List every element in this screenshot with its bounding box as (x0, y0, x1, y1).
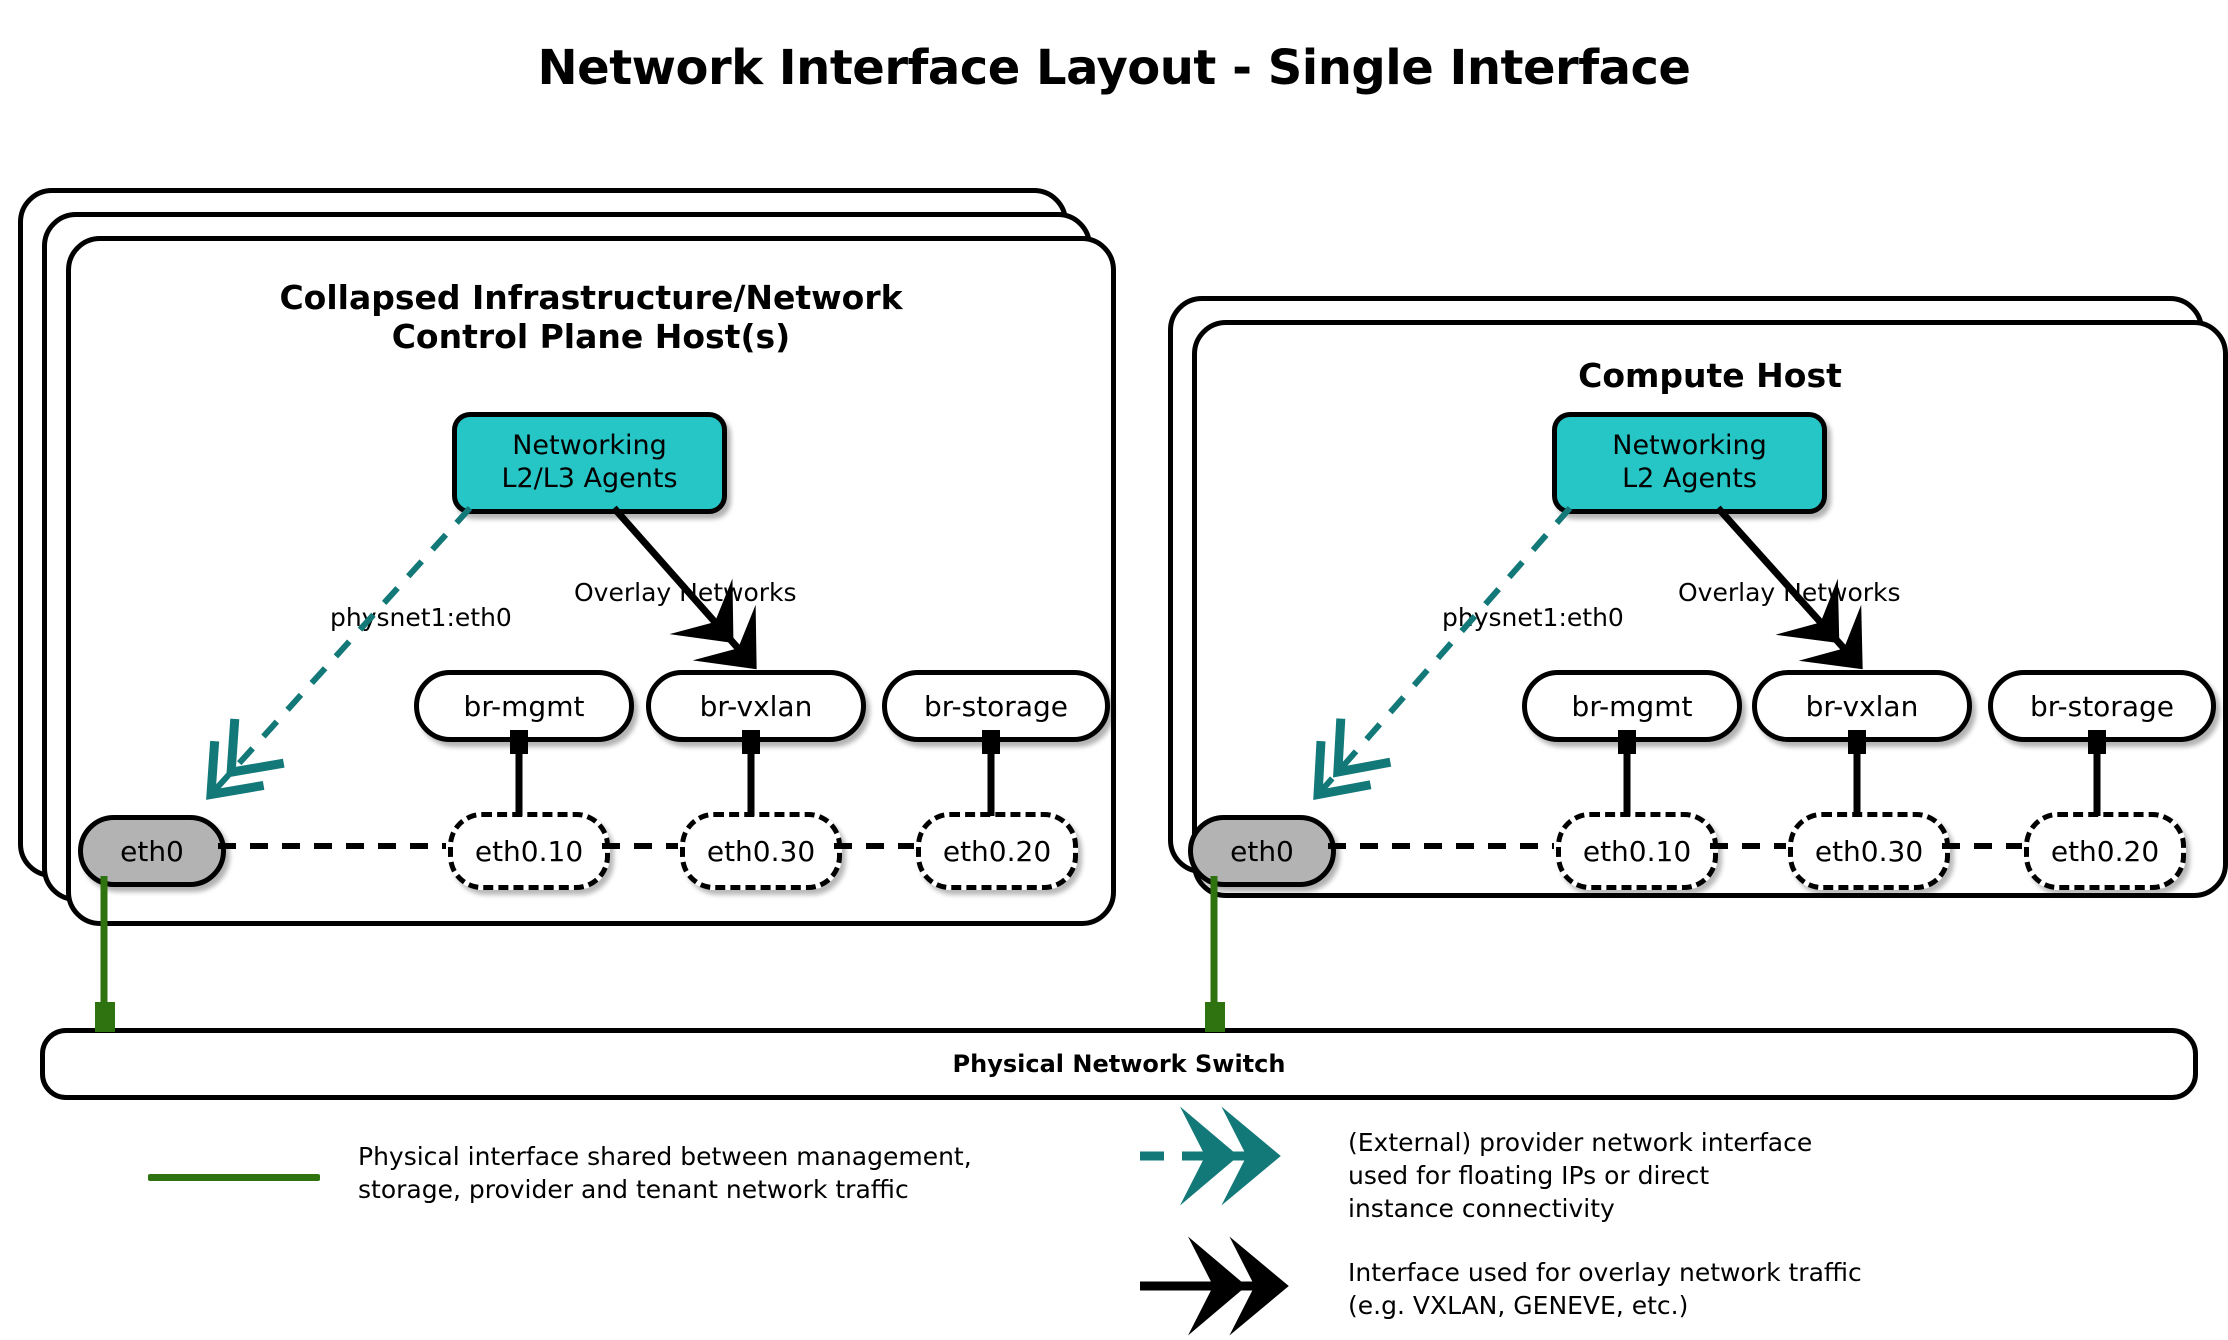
vlan-eth0-30-compute[interactable]: eth0.30 (1788, 812, 1950, 890)
physnet-label-control-plane: physnet1:eth0 (330, 603, 512, 632)
host-title-line2: Control Plane Host(s) (391, 316, 791, 356)
host-title-line1: Compute Host (1578, 356, 1842, 395)
bridge-stub-br-storage-compute (2088, 730, 2106, 754)
bridge-label: br-vxlan (1805, 689, 1919, 723)
vlan-eth0-10-control-plane[interactable]: eth0.10 (448, 812, 610, 890)
vlan-eth0-20-control-plane[interactable]: eth0.20 (916, 812, 1078, 890)
agents-label-line2: L2 Agents (1622, 463, 1757, 494)
host-title-control-plane: Collapsed Infrastructure/Network Control… (71, 278, 1111, 357)
vlan-eth0-20-compute[interactable]: eth0.20 (2024, 812, 2186, 890)
physical-network-switch[interactable]: Physical Network Switch (40, 1028, 2198, 1100)
host-title-line1: Collapsed Infrastructure/Network (279, 278, 903, 317)
vlan-label: eth0.20 (2050, 834, 2160, 868)
agents-label-line1: Networking (1612, 430, 1767, 462)
vlan-label: eth0.20 (942, 834, 1052, 868)
bridge-label: br-storage (2030, 689, 2174, 723)
legend-swatch-physical-interface (148, 1174, 320, 1181)
vlan-eth0-30-control-plane[interactable]: eth0.30 (680, 812, 842, 890)
eth0-label: eth0 (1230, 834, 1294, 868)
agents-box-control-plane[interactable]: Networking L2/L3 Agents (452, 412, 727, 514)
bridge-stub-br-vxlan-control-plane (742, 730, 760, 754)
bridge-stub-br-vxlan-compute (1848, 730, 1866, 754)
legend-text-provider-network: (External) provider network interface us… (1348, 1128, 1813, 1223)
vlan-label: eth0.10 (474, 834, 584, 868)
page-title: Network Interface Layout - Single Interf… (537, 40, 1691, 96)
vlan-label: eth0.30 (706, 834, 816, 868)
bridge-label: br-mgmt (1571, 689, 1693, 723)
vlan-label: eth0.10 (1582, 834, 1692, 868)
bridge-stub-br-storage-control-plane (982, 730, 1000, 754)
physnet-label-compute: physnet1:eth0 (1442, 603, 1624, 632)
bridge-label: br-vxlan (699, 689, 813, 723)
agents-label-line2: L2/L3 Agents (501, 463, 678, 494)
vlan-eth0-10-compute[interactable]: eth0.10 (1556, 812, 1718, 890)
bridge-label: br-mgmt (463, 689, 585, 723)
bridge-label: br-storage (924, 689, 1068, 723)
vlan-label: eth0.30 (1814, 834, 1924, 868)
legend-text-physical-interface: Physical interface shared between manage… (358, 1142, 972, 1204)
bridge-stub-br-mgmt-compute (1618, 730, 1636, 754)
eth0-label: eth0 (120, 834, 184, 868)
physical-interface-eth0-control-plane[interactable]: eth0 (78, 815, 226, 887)
agents-box-compute[interactable]: Networking L2 Agents (1552, 412, 1827, 514)
overlay-label-compute: Overlay Networks (1678, 578, 1901, 607)
legend-text-overlay-network: Interface used for overlay network traff… (1348, 1258, 1862, 1320)
host-title-compute: Compute Host (1197, 356, 2223, 396)
physical-interface-eth0-compute[interactable]: eth0 (1188, 815, 1336, 887)
bridge-stub-br-mgmt-control-plane (510, 730, 528, 754)
switch-label: Physical Network Switch (952, 1050, 1286, 1078)
agents-label-line1: Networking (512, 430, 667, 462)
overlay-label-control-plane: Overlay Networks (574, 578, 797, 607)
